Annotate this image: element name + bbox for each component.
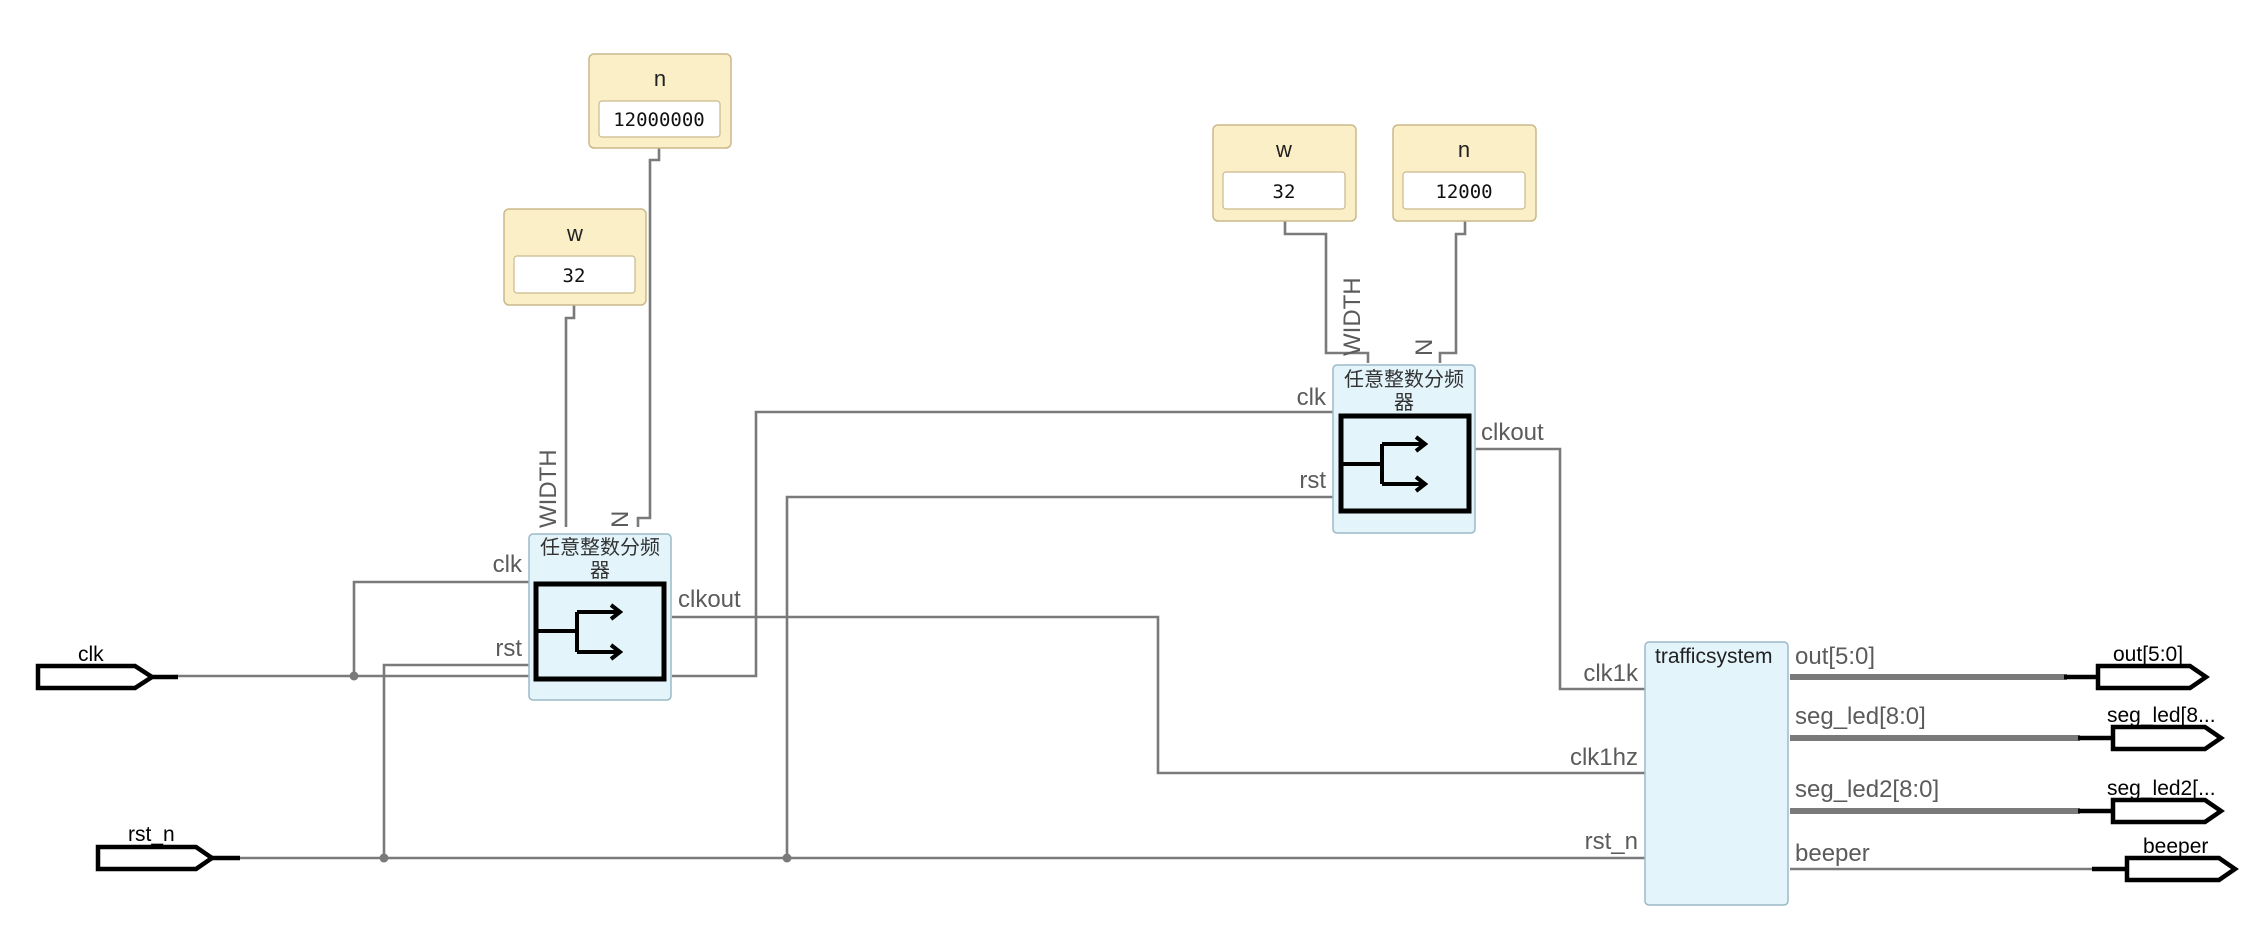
output-port-seg-led2[interactable]: seg_led2[... <box>2078 777 2225 825</box>
trafficsystem-pin-clk1hz: clk1hz <box>1570 744 1638 771</box>
divider-pin-clkout: clkout <box>1481 419 1544 446</box>
output-port-out[interactable]: out[5:0] <box>2064 643 2210 691</box>
output-port-seg-led2-label: seg_led2[... <box>2107 777 2216 800</box>
wire-n2[interactable] <box>1438 221 1467 363</box>
junction-dot <box>349 671 359 681</box>
output-port-seg-led-label: seg_led[8... <box>2107 704 2216 727</box>
output-port-out-label: out[5:0] <box>2113 643 2183 666</box>
divider-block-title-line2: 器 <box>1394 390 1414 414</box>
output-port-beeper-label: beeper <box>2143 835 2208 858</box>
constant-w-32-right[interactable]: w 32 <box>1212 124 1357 222</box>
constant-n-field[interactable] <box>598 100 721 138</box>
junction-dot <box>782 853 792 863</box>
constant-w-title: w <box>566 221 583 246</box>
wires <box>175 147 2095 871</box>
trafficsystem-pin-beeper: beeper <box>1795 840 1870 867</box>
divider-param-n: N <box>1411 339 1438 356</box>
wire-clk1k[interactable] <box>1472 447 1645 691</box>
constant-n-title: n <box>654 66 666 91</box>
output-port-beeper[interactable]: beeper <box>2092 835 2239 883</box>
constant-w-field[interactable] <box>1222 171 1346 210</box>
wire-rst-n-divider2[interactable] <box>785 495 1334 858</box>
divider-pin-clkout: clkout <box>678 586 741 613</box>
divider-block-1[interactable]: 任意整数分频 器 clk rst clkout WIDTH N <box>493 449 741 701</box>
divider-block-2[interactable]: 任意整数分频 器 clk rst clkout WIDTH N <box>1297 277 1544 534</box>
divider-pin-clk: clk <box>493 551 523 578</box>
wire-clk-branch[interactable] <box>352 580 532 676</box>
trafficsystem-pin-out: out[5:0] <box>1795 643 1875 670</box>
trafficsystem-pin-clk1k: clk1k <box>1583 660 1639 687</box>
input-port-clk-label: clk <box>78 643 104 666</box>
constant-w-value: 32 <box>1273 181 1296 203</box>
trafficsystem-pin-seg-led2: seg_led2[8:0] <box>1795 776 1939 803</box>
constant-n-12000000[interactable]: n 12000000 <box>588 53 732 149</box>
divider-block-title-line2: 器 <box>590 558 610 582</box>
constant-w-field[interactable] <box>513 255 636 294</box>
constant-n-value: 12000 <box>1435 181 1492 203</box>
divider-pin-clk: clk <box>1297 384 1327 411</box>
junction-dot <box>379 853 389 863</box>
constant-w-title: w <box>1275 137 1292 162</box>
constant-w-value: 32 <box>563 265 586 287</box>
input-port-clk[interactable]: clk <box>35 643 178 691</box>
clock-divider-icon <box>1338 413 1472 514</box>
trafficsystem-pin-seg-led: seg_led[8:0] <box>1795 703 1926 730</box>
trafficsystem-title: trafficsystem <box>1655 645 1772 668</box>
divider-param-width: WIDTH <box>1339 277 1366 356</box>
constant-n-field[interactable] <box>1402 171 1526 210</box>
wire-w2[interactable] <box>1283 221 1370 363</box>
wire-divider2-clk[interactable] <box>672 410 1334 678</box>
divider-block-title: 任意整数分频 <box>1344 367 1464 391</box>
wire-clk1hz[interactable] <box>672 615 1645 775</box>
divider-pin-rst: rst <box>1299 467 1326 494</box>
wire-n1[interactable] <box>636 147 661 527</box>
trafficsystem-pin-rst-n: rst_n <box>1585 828 1638 855</box>
input-port-rst-n-label: rst_n <box>128 823 175 846</box>
wire-rst-n-divider1[interactable] <box>382 663 532 858</box>
constant-n-value: 12000000 <box>613 109 705 131</box>
output-port-seg-led[interactable]: seg_led[8... <box>2078 704 2225 752</box>
constant-n-12000[interactable]: n 12000 <box>1392 124 1537 222</box>
constant-n-title: n <box>1458 137 1470 162</box>
trafficsystem-block[interactable]: trafficsystem clk1k clk1hz rst_n out[5:0… <box>1570 641 1939 906</box>
clock-divider-icon <box>533 581 667 682</box>
constant-w-32-left[interactable]: w 32 <box>503 208 647 306</box>
wire-w1[interactable] <box>564 304 576 527</box>
divider-block-title: 任意整数分频 <box>540 535 660 559</box>
divider-param-n: N <box>607 511 634 528</box>
divider-pin-rst: rst <box>495 635 522 662</box>
divider-param-width: WIDTH <box>535 449 562 528</box>
input-port-rst-n[interactable]: rst_n <box>95 823 240 872</box>
